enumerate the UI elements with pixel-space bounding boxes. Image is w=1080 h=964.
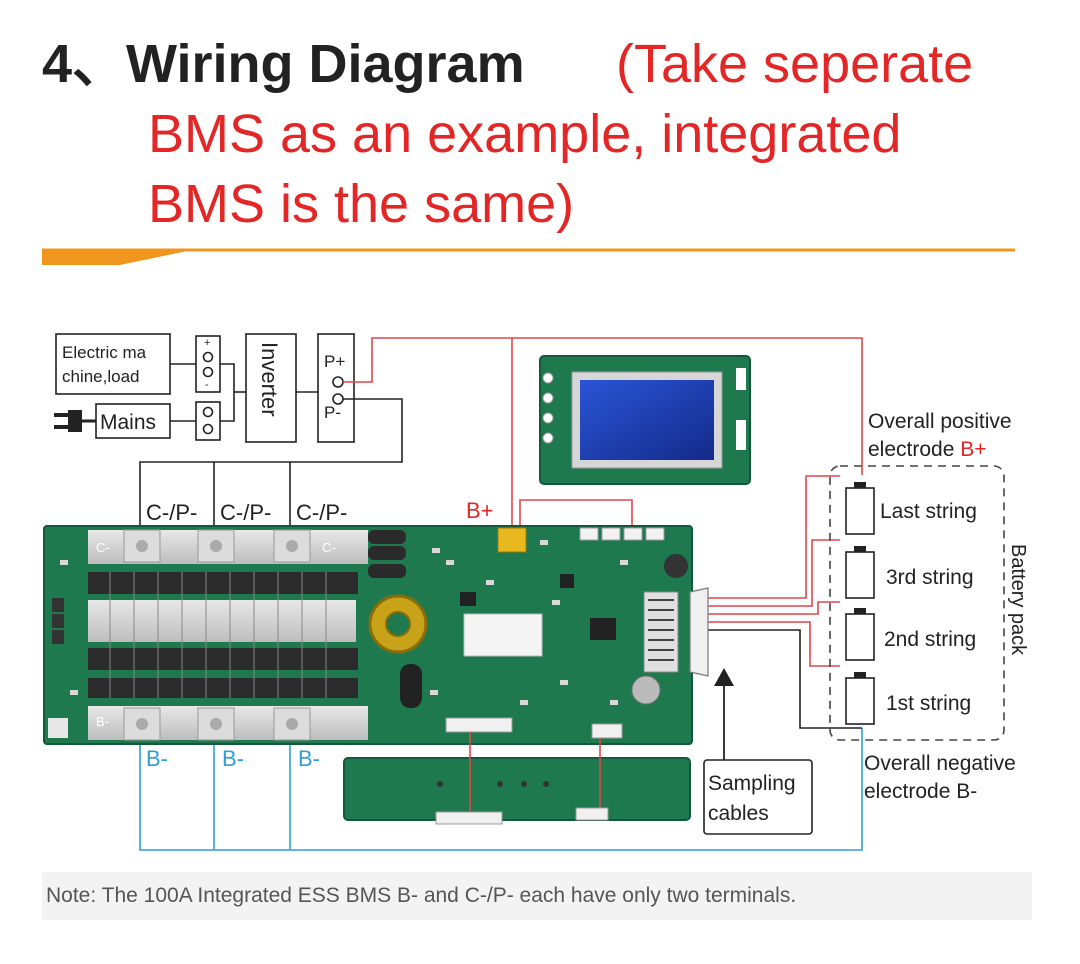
string-label: 1st string <box>886 692 971 715</box>
battery-pack: Last string 3rd string 2nd string 1st st… <box>829 465 1029 741</box>
svg-text:electrode B+: electrode B+ <box>868 438 987 461</box>
plug-icon <box>54 410 96 432</box>
pcb-c-minus-label: C- <box>96 540 110 555</box>
battery-cell <box>845 608 875 661</box>
pcb-b-minus-label: B- <box>96 714 109 729</box>
header: 4、Wiring Diagram (Take seperate BMS as a… <box>0 0 1080 270</box>
battery-pack-label: Battery pack <box>1007 544 1029 656</box>
sampling-label: Sampling <box>708 772 796 795</box>
title-divider <box>42 248 1015 265</box>
sampling-label: cables <box>708 802 769 825</box>
load-box: Electric ma chine,load <box>55 333 171 395</box>
sampling-callout: Sampling cables <box>703 668 813 835</box>
b-minus-label: B- <box>222 746 244 771</box>
inverter-label: Inverter <box>257 342 282 417</box>
load-label: chine,load <box>62 367 140 386</box>
b-plus-label: B+ <box>466 498 494 523</box>
extension-board <box>343 732 691 825</box>
cp-label: C-/P- <box>296 500 347 525</box>
load-terminal: + - <box>195 335 221 393</box>
p-minus-label: P- <box>324 403 341 422</box>
cp-label: C-/P- <box>220 500 271 525</box>
battery-cell <box>845 672 875 725</box>
title-subtitle-3: BMS is the same) <box>148 174 575 234</box>
positive-electrode-label: electrode <box>868 438 960 461</box>
string-label: Last string <box>880 500 977 523</box>
title-subtitle-1: (Take seperate <box>616 34 974 94</box>
svg-text:+: + <box>204 337 210 349</box>
sampling-plug <box>689 587 709 677</box>
arrow-up-icon <box>714 668 734 686</box>
p-plus-label: P+ <box>324 352 345 371</box>
mains-box: Mains <box>95 403 171 439</box>
load-label: Electric ma <box>62 343 147 362</box>
output-terminal: P+ P- <box>317 333 355 443</box>
positive-electrode-label: Overall positive <box>868 410 1012 433</box>
negative-electrode-label: Overall negative <box>864 752 1016 775</box>
mains-label: Mains <box>100 411 156 434</box>
svg-text:-: - <box>205 379 209 391</box>
string-label: 3rd string <box>886 566 974 589</box>
string-label: 2nd string <box>884 628 976 651</box>
bms-board: C- C- B- <box>43 525 693 745</box>
b-minus-label: B- <box>146 746 168 771</box>
title-subtitle-2: BMS as an example, integrated <box>148 104 902 164</box>
b-minus-label: B- <box>298 746 320 771</box>
note-text: Note: The 100A Integrated ESS BMS B- and… <box>46 884 797 907</box>
pcb-c-minus-label: C- <box>322 540 336 555</box>
battery-cell <box>845 546 875 599</box>
lcd-screen <box>580 380 714 460</box>
wiring-diagram: Electric ma chine,load + - Mains Inverte… <box>43 333 1029 851</box>
inverter-box: Inverter <box>245 333 297 443</box>
battery-cell <box>845 482 875 535</box>
note-bar: Note: The 100A Integrated ESS BMS B- and… <box>42 872 1032 920</box>
positive-electrode-b-plus: B+ <box>960 438 986 461</box>
negative-electrode-label: electrode B- <box>864 780 977 803</box>
cp-label: C-/P- <box>146 500 197 525</box>
mains-terminal <box>195 401 221 441</box>
lcd-board <box>539 355 751 485</box>
page-title: 4、Wiring Diagram <box>42 34 525 94</box>
